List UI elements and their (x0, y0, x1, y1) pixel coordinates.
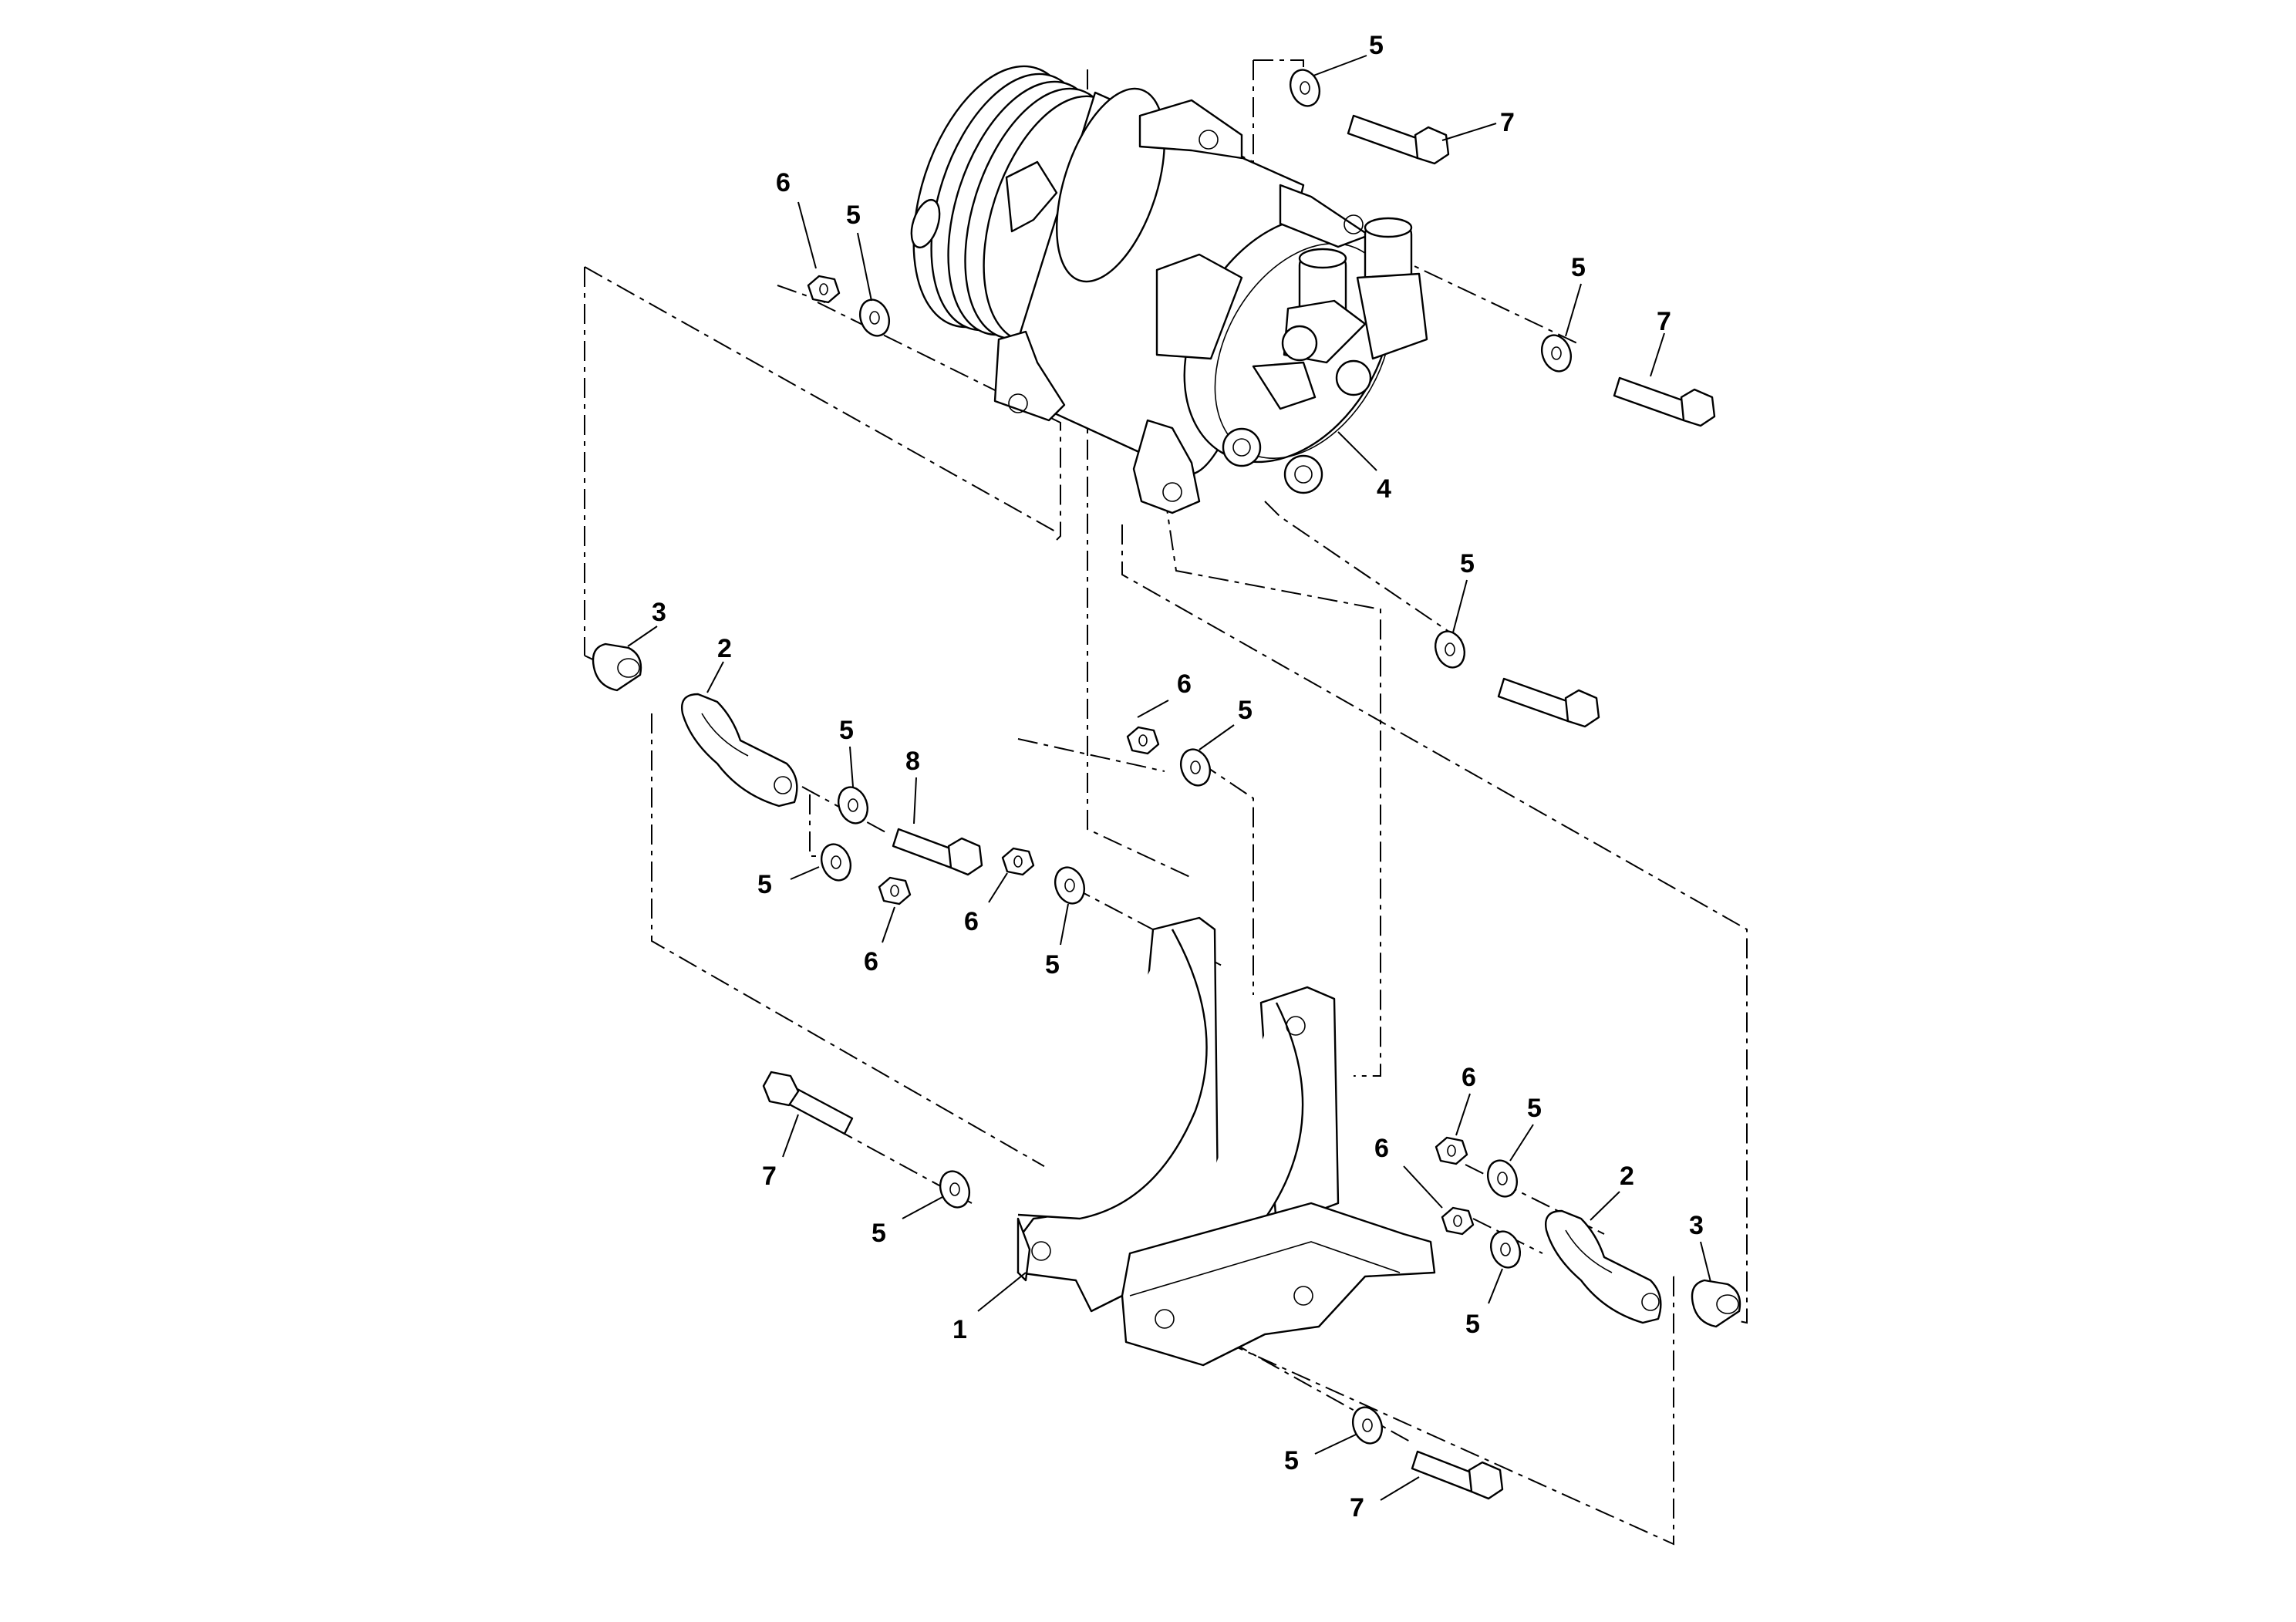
washer (1540, 334, 1573, 373)
callout-4: 4 (1337, 431, 1391, 504)
svg-text:5: 5 (1238, 696, 1253, 725)
svg-text:4: 4 (1377, 474, 1391, 504)
washer (1054, 866, 1086, 905)
svg-text:7: 7 (1500, 108, 1515, 137)
callout-7: 7 (762, 1114, 799, 1191)
nut (878, 876, 912, 905)
callout-7: 7 (1350, 1476, 1420, 1523)
washer (1434, 630, 1466, 669)
spacer-right (1691, 1279, 1741, 1328)
callout-8: 8 (905, 747, 920, 824)
svg-text:5: 5 (1465, 1310, 1480, 1339)
callout-5: 5 (846, 201, 872, 302)
svg-text:5: 5 (872, 1219, 886, 1248)
callout-6: 6 (964, 872, 1008, 936)
nut (1435, 1136, 1468, 1165)
callout-5: 5 (872, 1196, 943, 1248)
callout-5: 5 (839, 716, 854, 787)
svg-text:7: 7 (1350, 1493, 1364, 1523)
svg-text:6: 6 (776, 168, 791, 197)
bolt (762, 1071, 854, 1135)
callout-5: 5 (1313, 31, 1384, 76)
washer (1486, 1159, 1519, 1198)
nut (807, 275, 841, 304)
callout-3: 3 (1689, 1211, 1711, 1283)
callout-5: 5 (1452, 549, 1475, 633)
washer (939, 1170, 971, 1209)
callout-1: 1 (952, 1272, 1027, 1344)
svg-text:5: 5 (1045, 950, 1060, 980)
callout-6: 6 (864, 906, 895, 976)
bolt (1497, 677, 1600, 728)
adjusting-link-right (1545, 1209, 1662, 1324)
bolt-8 (892, 828, 983, 876)
callout-5: 5 (1045, 903, 1069, 980)
washer (1489, 1230, 1522, 1269)
svg-text:3: 3 (1689, 1211, 1704, 1240)
bolts (762, 114, 1716, 1500)
callout-5: 5 (1565, 253, 1586, 337)
washer (837, 786, 869, 824)
svg-text:5: 5 (757, 870, 772, 899)
bolt (1411, 1450, 1504, 1500)
callouts: 5 7 6 5 5 7 4 5 (627, 31, 1711, 1523)
svg-text:6: 6 (1374, 1134, 1389, 1163)
svg-text:2: 2 (717, 634, 732, 663)
svg-text:1: 1 (952, 1315, 967, 1344)
washer (858, 298, 891, 337)
callout-6: 6 (1455, 1063, 1476, 1136)
svg-text:5: 5 (839, 716, 854, 745)
callout-3: 3 (627, 598, 666, 647)
nut (1126, 726, 1160, 755)
washer (1351, 1406, 1384, 1445)
svg-text:8: 8 (905, 747, 920, 776)
callout-5: 5 (1509, 1094, 1542, 1162)
washer (1179, 748, 1212, 787)
svg-text:6: 6 (864, 947, 878, 976)
callout-5: 5 (1465, 1268, 1503, 1339)
svg-text:5: 5 (1571, 253, 1586, 282)
svg-text:3: 3 (652, 598, 666, 627)
callout-7: 7 (1441, 108, 1515, 141)
nut (1441, 1206, 1475, 1236)
spacer-left (592, 642, 642, 692)
bolt (1613, 376, 1716, 427)
callout-2: 2 (706, 634, 732, 693)
svg-text:2: 2 (1620, 1162, 1634, 1191)
callout-6: 6 (776, 168, 817, 269)
callout-2: 2 (1590, 1162, 1634, 1221)
svg-text:7: 7 (1657, 307, 1671, 336)
callout-7: 7 (1650, 307, 1671, 377)
svg-text:6: 6 (964, 907, 979, 936)
bracket (1017, 916, 1436, 1367)
washers (820, 69, 1573, 1445)
washer (820, 843, 852, 882)
nuts (807, 275, 1475, 1236)
nut (1001, 847, 1035, 876)
svg-text:5: 5 (1369, 31, 1384, 60)
washer (1289, 69, 1321, 107)
adjusting-link-left (681, 693, 798, 808)
callout-6: 6 (1374, 1134, 1443, 1209)
callout-6: 6 (1137, 669, 1192, 718)
callout-5: 5 (1199, 696, 1253, 750)
svg-text:5: 5 (1460, 549, 1475, 578)
svg-text:5: 5 (1284, 1446, 1299, 1475)
callout-5: 5 (1284, 1434, 1357, 1475)
svg-text:7: 7 (762, 1162, 777, 1191)
svg-text:5: 5 (1527, 1094, 1542, 1123)
svg-text:5: 5 (846, 201, 861, 230)
bolt (1347, 114, 1450, 165)
callout-5: 5 (757, 866, 820, 899)
svg-text:6: 6 (1462, 1063, 1476, 1092)
svg-text:6: 6 (1177, 669, 1192, 699)
compressor (910, 65, 1428, 514)
